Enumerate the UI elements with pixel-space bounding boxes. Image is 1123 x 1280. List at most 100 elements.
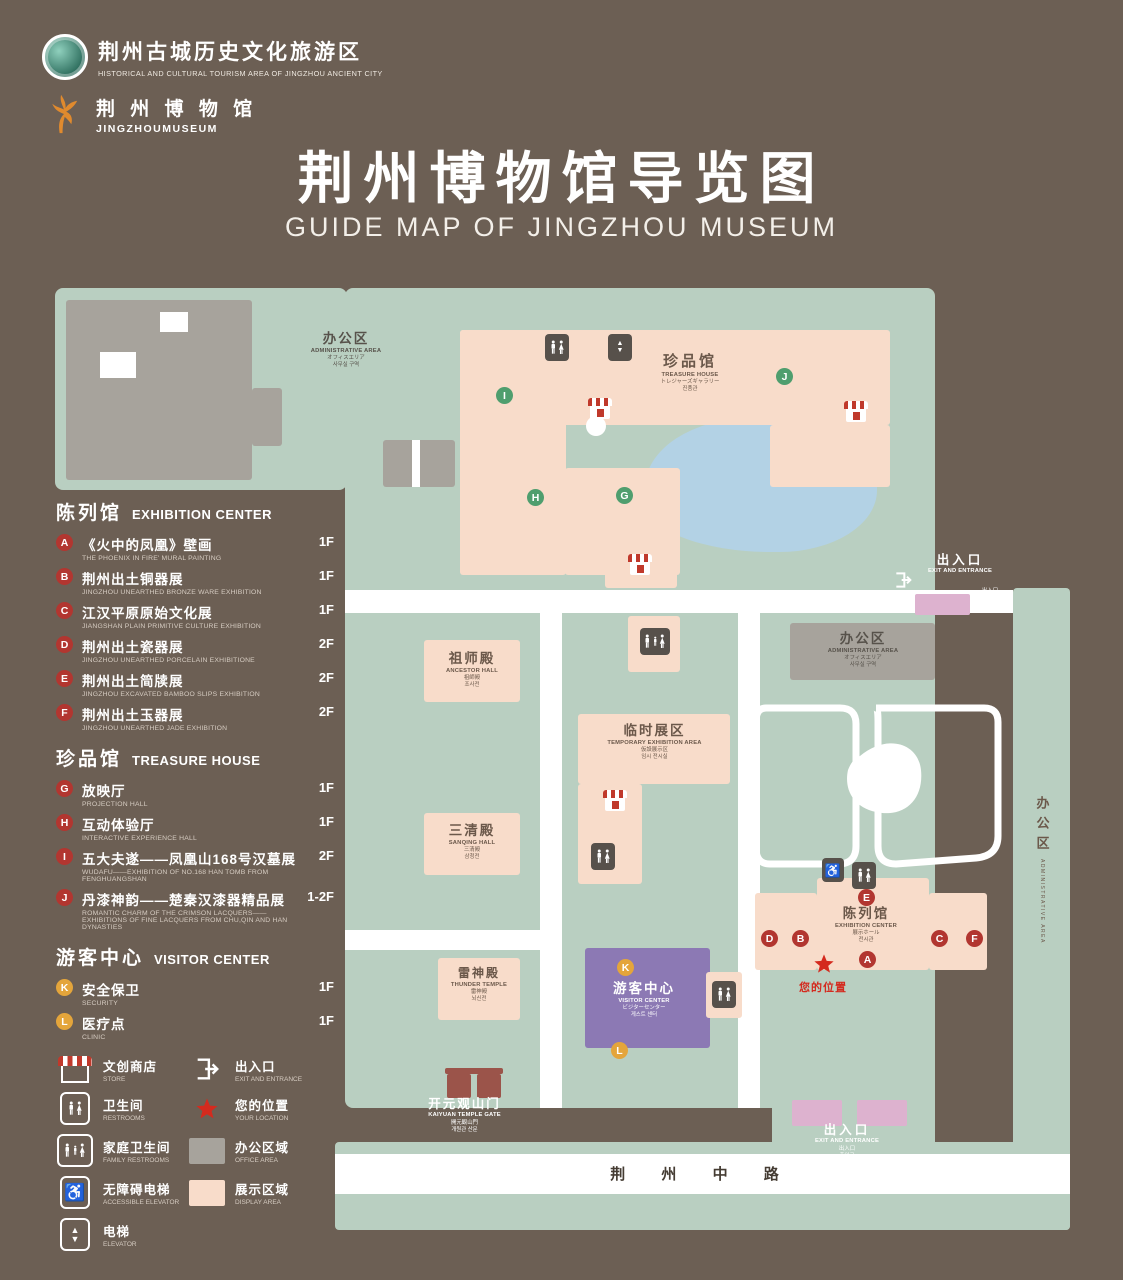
legend-symbol-accessible-elevator: ♿ 无障碍电梯 ACCESSIBLE ELEVATOR [56, 1176, 188, 1209]
item-name-en: JINGZHOU UNEARTHED PORCELAIN EXHIBITIONE [82, 657, 255, 664]
label-kr: 사무실 구역 [849, 662, 877, 669]
symbol-cn: 无障碍电梯 [103, 1183, 171, 1197]
legend-item-k: K 安全保卫 SECURITY 1F [56, 979, 334, 1007]
marker-h: H [527, 489, 544, 506]
item-name-cn: 丹漆神韵——楚秦汉漆器精品展 [82, 893, 285, 908]
item-name-cn: 荆州出土瓷器展 [82, 640, 184, 655]
marker-i: I [496, 387, 513, 404]
family-restroom-icon [56, 1134, 94, 1167]
marker-a: A [859, 951, 876, 968]
legend-symbol-exit: 出入口 EXIT AND ENTRANCE [188, 1055, 334, 1083]
legend-symbol-store: 文创商店 STORE [56, 1055, 188, 1083]
label-cn: 祖师殿 [448, 651, 496, 666]
label-jp: 展示ホール [852, 930, 880, 937]
marker-k: K [617, 959, 634, 976]
legend-symbol-office-area: 办公区域 OFFICE AREA [188, 1134, 334, 1167]
legend-item-e: E 荆州出土简牍展 JINGZHOU EXCAVATED BAMBOO SLIP… [56, 670, 334, 698]
your-location-label: 您的位置 [799, 982, 847, 994]
label-en: EXHIBITION CENTER [834, 922, 898, 929]
item-name-cn: 放映厅 [82, 784, 126, 799]
symbol-cn: 办公区域 [235, 1141, 290, 1155]
marker-c: C [931, 930, 948, 947]
symbol-en: RESTROOMS [103, 1115, 145, 1122]
building-thunder-temple [438, 958, 520, 1020]
gate-bottom-left-block [792, 1100, 842, 1126]
walkway-horizontal-mid [345, 930, 540, 950]
legend-item-l: L 医疗点 CLINIC 1F [56, 1013, 334, 1041]
marker-e: E [56, 670, 73, 687]
symbol-cn: 出入口 [235, 1059, 276, 1074]
label-exit-top: 出入口 EXIT AND ENTRANCE [905, 552, 1015, 576]
marker-c: C [56, 602, 73, 619]
label-visitor-center: 游客中心 VISITOR CENTER ビジターセンター 게스트 센터 [588, 980, 700, 1019]
item-floor: 1F [318, 814, 334, 829]
legend-section-exhibition-center: 陈列馆 EXHIBITION CENTER [56, 498, 334, 525]
symbol-en: DISPLAY AREA [235, 1199, 282, 1206]
marker-e: E [858, 889, 875, 906]
label-kr: 개원관 산문 [451, 1126, 478, 1133]
marker-g: G [56, 780, 73, 797]
symbol-en: EXIT AND ENTRANCE [235, 1075, 303, 1083]
legend-item-h: H 互动体验厅 INTERACTIVE EXPERIENCE HALL 1F [56, 814, 334, 842]
restroom-icon [591, 843, 615, 870]
item-name-cn: 五大夫遂——凤凰山168号汉墓展 [82, 852, 297, 867]
label-kr: 게스트 센터 [630, 1012, 658, 1019]
label-jp: 開元観山門 [451, 1119, 478, 1126]
display-area-swatch [188, 1179, 226, 1206]
label-sanqing-hall: 三清殿 SANQING HALL 三清殿 삼청전 [424, 822, 520, 861]
label-jp: トレジャーズギャラリー [660, 379, 720, 386]
item-name-en: THE PHOENIX IN FIRE' MURAL PAINTING [82, 555, 222, 562]
label-cn: 游客中心 [613, 981, 675, 996]
label-cn: 办公区 [322, 331, 370, 346]
label-jp: 雷神殿 [470, 989, 488, 996]
section-title-cn: 游客中心 [56, 948, 145, 969]
your-location-star-icon [188, 1097, 226, 1121]
label-en: ANCESTOR HALL [445, 667, 499, 674]
marker-b: B [792, 930, 809, 947]
label-en: SANQING HALL [448, 839, 496, 846]
item-name-cn: 医疗点 [82, 1017, 126, 1032]
your-location-star-icon [814, 954, 834, 973]
marker-b: B [56, 568, 73, 585]
label-cn: 雷神殿 [457, 966, 500, 980]
label-jp: 出入口 [981, 588, 999, 594]
label-kr: 출입구 [982, 595, 998, 602]
office-area-swatch [188, 1137, 226, 1164]
restroom-icon [852, 862, 876, 889]
legend-item-c: C 江汉平原原始文化展 JIANGSHAN PLAIN PRIMITIVE CU… [56, 602, 334, 630]
label-en: TEMPORARY EXHIBITION AREA [607, 739, 702, 746]
legend-symbol-your-location: 您的位置 YOUR LOCATION [188, 1092, 334, 1125]
label-jp: 出入口 [838, 1145, 856, 1152]
item-floor: 1F [318, 979, 334, 994]
legend-item-i: I 五大夫遂——凤凰山168号汉墓展 WUDAFU——EXHIBITION OF… [56, 848, 334, 883]
label-jp: オフィスエリア [327, 355, 365, 362]
section-title-en: EXHIBITION CENTER [132, 507, 272, 522]
symbol-en: STORE [103, 1075, 126, 1083]
legend-symbols: 文创商店 STORE 出入口 EXIT AND ENTRANCE 卫生间 [56, 1055, 334, 1251]
kaiyuan-gate-pillar-right [477, 1074, 501, 1098]
section-title-cn: 珍品馆 [56, 749, 123, 770]
label-office-strip: 办公区 ADMINISTRATIVE AREA [1022, 780, 1062, 960]
store-icon [844, 401, 868, 422]
label-jp: オフィスエリア [844, 655, 882, 662]
label-en: THUNDER TEMPLE [450, 981, 508, 988]
label-office-topleft: 办公区 ADMINISTRATIVE AREA オフィスエリア 사무실 구역 [296, 330, 396, 369]
walkway-horizontal-top [345, 590, 1013, 613]
label-cn: 三清殿 [448, 823, 496, 838]
kaiyuan-gate-beam [445, 1068, 503, 1074]
legend-item-g: G 放映厅 PROJECTION HALL 1F [56, 780, 334, 808]
marker-d: D [56, 636, 73, 653]
legend-item-j: J 丹漆神韵——楚秦汉漆器精品展 ROMANTIC CHARM OF THE C… [56, 889, 334, 931]
marker-l: L [611, 1042, 628, 1059]
item-name-cn: 江汉平原原始文化展 [82, 606, 213, 621]
legend-symbol-display-area: 展示区域 DISPLAY AREA [188, 1176, 334, 1209]
marker-h: H [56, 814, 73, 831]
marker-f: F [966, 930, 983, 947]
label-office-right: 办公区 ADMINISTRATIVE AREA オフィスエリア 사무실 구역 [798, 630, 928, 669]
label-en: KAIYUAN TEMPLE GATE [428, 1112, 501, 1119]
road-jingzhou-middle [335, 1154, 1070, 1194]
building-office-topleft [66, 300, 252, 480]
legend-symbol-restroom: 卫生间 RESTROOMS [56, 1092, 188, 1125]
marker-i: I [56, 848, 73, 865]
